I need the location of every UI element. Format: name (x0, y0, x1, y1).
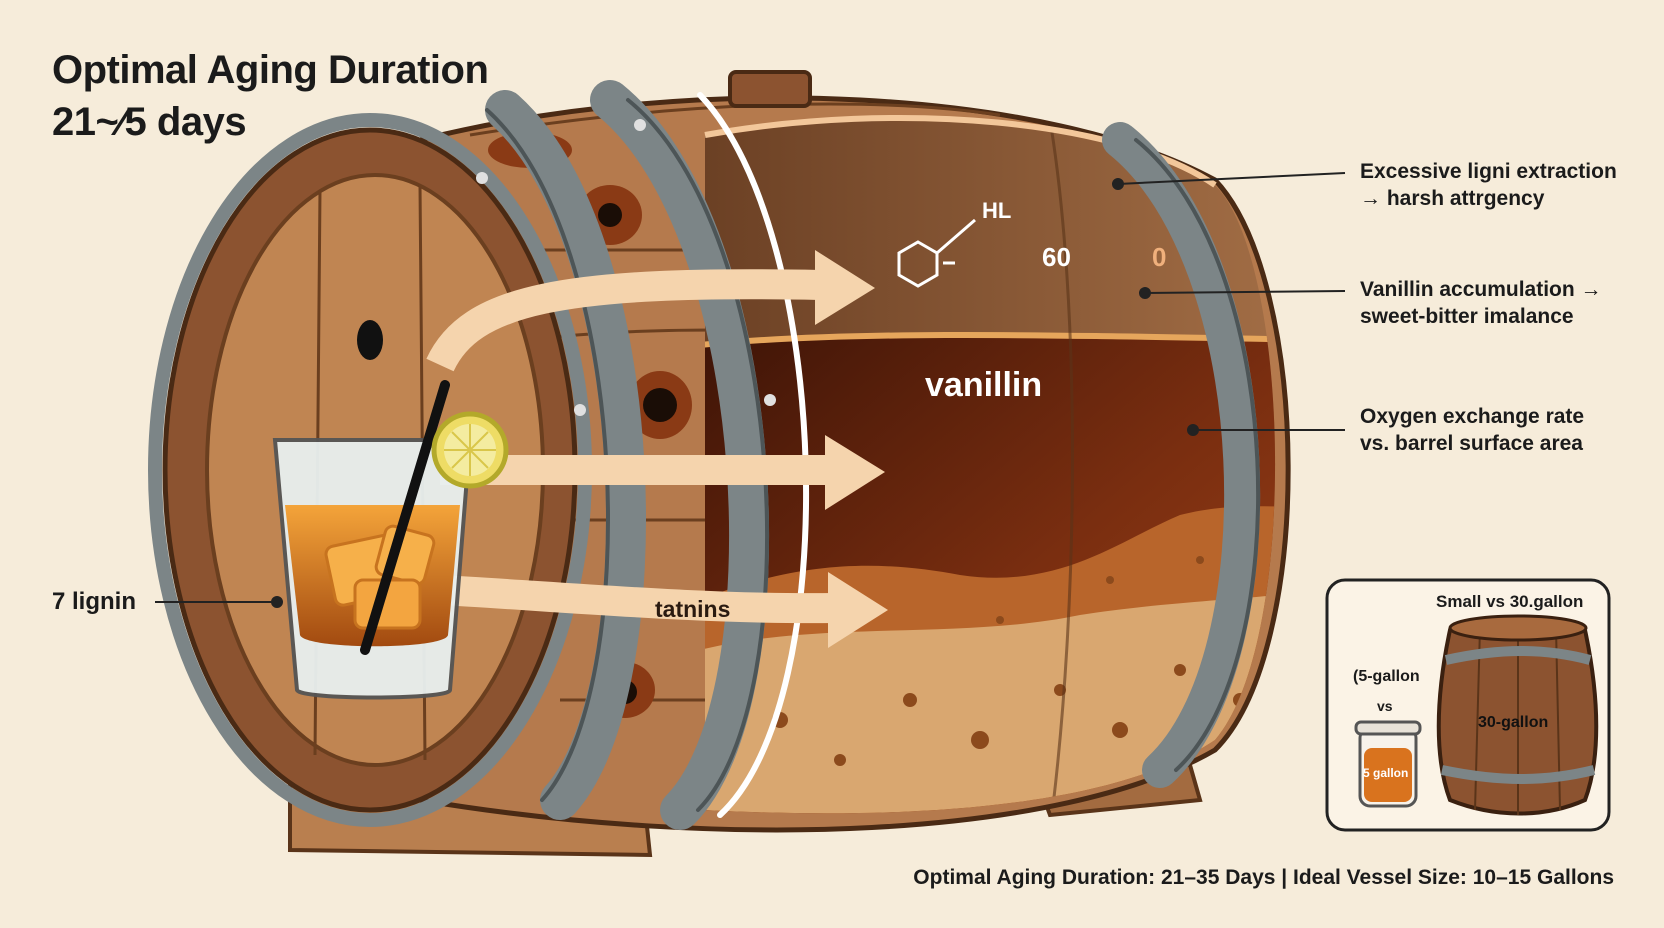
callout-oxygen-exchange-line1: Oxygen exchange rate (1360, 405, 1585, 428)
footer-summary: Optimal Aging Duration: 21–35 Days | Ide… (913, 866, 1614, 889)
flow-arrows (426, 250, 888, 648)
molecule-hexagon (897, 218, 976, 288)
barrel-head-hole (357, 320, 383, 360)
title-line-1: Optimal Aging Duration (52, 48, 489, 92)
barrel-label: 30-gallon (1478, 714, 1549, 731)
page-title: Optimal Aging Duration 21~⁄5 days (52, 44, 489, 148)
large-barrel (1436, 614, 1599, 816)
lignin-callout: 7 lignin (52, 588, 136, 615)
callout-oxygen-exchange: Oxygen exchange rate vs. barrel surface … (1360, 403, 1584, 457)
inset-title: Small vs 30.gallon (1436, 592, 1584, 611)
callout-lignin-extraction: Excessive ligni extraction → harsh attrg… (1360, 158, 1617, 212)
callout-leaders (155, 172, 1346, 608)
callout-vanillin-accumulation-line1: Vanillin accumulation → (1360, 278, 1602, 301)
tannins-label: tatnins (655, 596, 731, 622)
inset-vs: vs (1377, 698, 1393, 714)
molecule-symbol: 0 (1152, 242, 1167, 272)
molecule-group-label: HL (982, 198, 1012, 223)
title-line-2: 21~⁄5 days (52, 100, 247, 144)
callout-vanillin-accumulation: Vanillin accumulation → sweet-bitter ima… (1360, 276, 1602, 330)
small-jar (1354, 720, 1422, 808)
inset-small-label: (5-gallon (1353, 668, 1420, 685)
callout-vanillin-accumulation-line2: sweet-bitter imalance (1360, 305, 1574, 328)
callout-lignin-extraction-line1: Excessive ligni extraction (1360, 160, 1617, 183)
barrel-bung (728, 70, 812, 108)
molecule-value: 60 (1042, 242, 1071, 272)
size-comparison-inset (1325, 578, 1611, 832)
callout-lignin-extraction-line2: → harsh attrgency (1360, 187, 1545, 210)
jar-label: 5 gallon (1363, 766, 1409, 780)
whiskey-glass (272, 380, 509, 700)
vanillin-label: vanillin (925, 366, 1043, 404)
callout-oxygen-exchange-line2: vs. barrel surface area (1360, 432, 1583, 455)
